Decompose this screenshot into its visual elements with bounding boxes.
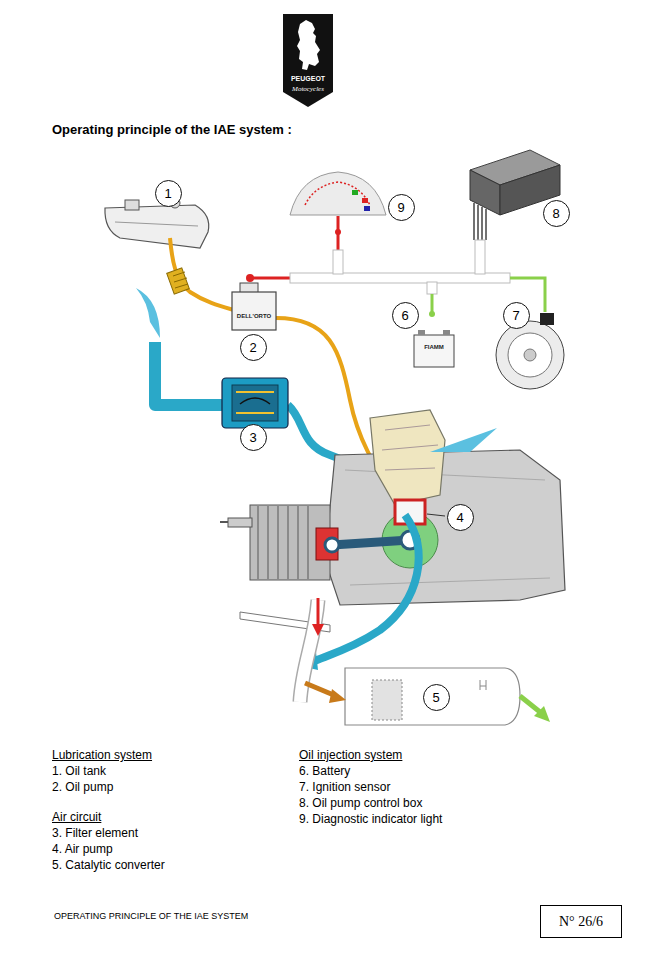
callout-number: 3 [249, 431, 256, 444]
callout-circle: 6 [392, 302, 419, 329]
legend-heading-text: Lubrication system [52, 748, 152, 762]
callout-circle: 2 [240, 334, 267, 361]
page-number: N° 26/6 [559, 915, 603, 929]
pump-marking-text: DELL'ORTO [237, 313, 271, 319]
page-number-box: N° 26/6 [540, 905, 622, 938]
legend-heading-text: Air circuit [52, 810, 101, 824]
brand-subtitle: Motocycles [292, 85, 324, 93]
legend-item-text: 9. Diagnostic indicator light [299, 812, 442, 826]
callout-circle: 4 [447, 504, 474, 531]
callout-circle: 9 [388, 194, 415, 221]
legend-item: 4. Air pump [52, 842, 113, 856]
legend-item: 8. Oil pump control box [299, 796, 422, 810]
legend-item: 2. Oil pump [52, 780, 113, 794]
legend-item: 9. Diagnostic indicator light [299, 812, 442, 826]
legend-item-text: 1. Oil tank [52, 764, 106, 778]
callout-circle: 3 [240, 424, 267, 451]
callout-circle: 1 [155, 180, 182, 207]
callout-number: 5 [432, 691, 439, 704]
legend-item-text: 8. Oil pump control box [299, 796, 422, 810]
callout-number: 9 [397, 201, 404, 214]
legend-item-text: 3. Filter element [52, 826, 138, 840]
legend-item-text: 7. Ignition sensor [299, 780, 390, 794]
callout-circle: 7 [503, 302, 530, 329]
callout-number: 2 [249, 341, 256, 354]
callout-number: 7 [512, 309, 519, 322]
legend-item-text: 5. Catalytic converter [52, 858, 165, 872]
callout-number: 8 [552, 207, 559, 220]
callout-number: 6 [401, 309, 408, 322]
brand-name: PEUGEOT [291, 75, 325, 82]
footer-text-text: OPERATING PRINCIPLE OF THE IAE SYSTEM [54, 911, 248, 921]
brand-name-text: PEUGEOT [291, 75, 325, 82]
legend-item-text: 6. Battery [299, 764, 350, 778]
callout-number: 1 [164, 187, 171, 200]
battery-marking: FIAMM [424, 344, 444, 350]
legend-heading: Lubrication system [52, 748, 152, 762]
legend-heading: Air circuit [52, 810, 101, 824]
legend-item: 6. Battery [299, 764, 350, 778]
title: Operating principle of the IAE system : [52, 122, 292, 137]
legend-item-text: 2. Oil pump [52, 780, 113, 794]
callout-circle: 5 [423, 684, 450, 711]
footer-text: OPERATING PRINCIPLE OF THE IAE SYSTEM [54, 911, 248, 921]
legend-item: 7. Ignition sensor [299, 780, 390, 794]
brand-subtitle-text: Motocycles [292, 85, 324, 93]
legend-item-text: 4. Air pump [52, 842, 113, 856]
battery-marking-text: FIAMM [424, 344, 444, 350]
legend-heading: Oil injection system [299, 748, 402, 762]
title-text: Operating principle of the IAE system : [52, 122, 292, 137]
callout-number: 4 [456, 511, 463, 524]
pump-marking: DELL'ORTO [237, 313, 271, 319]
callout-circle: 8 [543, 200, 570, 227]
legend-heading-text: Oil injection system [299, 748, 402, 762]
legend-item: 5. Catalytic converter [52, 858, 165, 872]
legend-item: 3. Filter element [52, 826, 138, 840]
legend-item: 1. Oil tank [52, 764, 106, 778]
